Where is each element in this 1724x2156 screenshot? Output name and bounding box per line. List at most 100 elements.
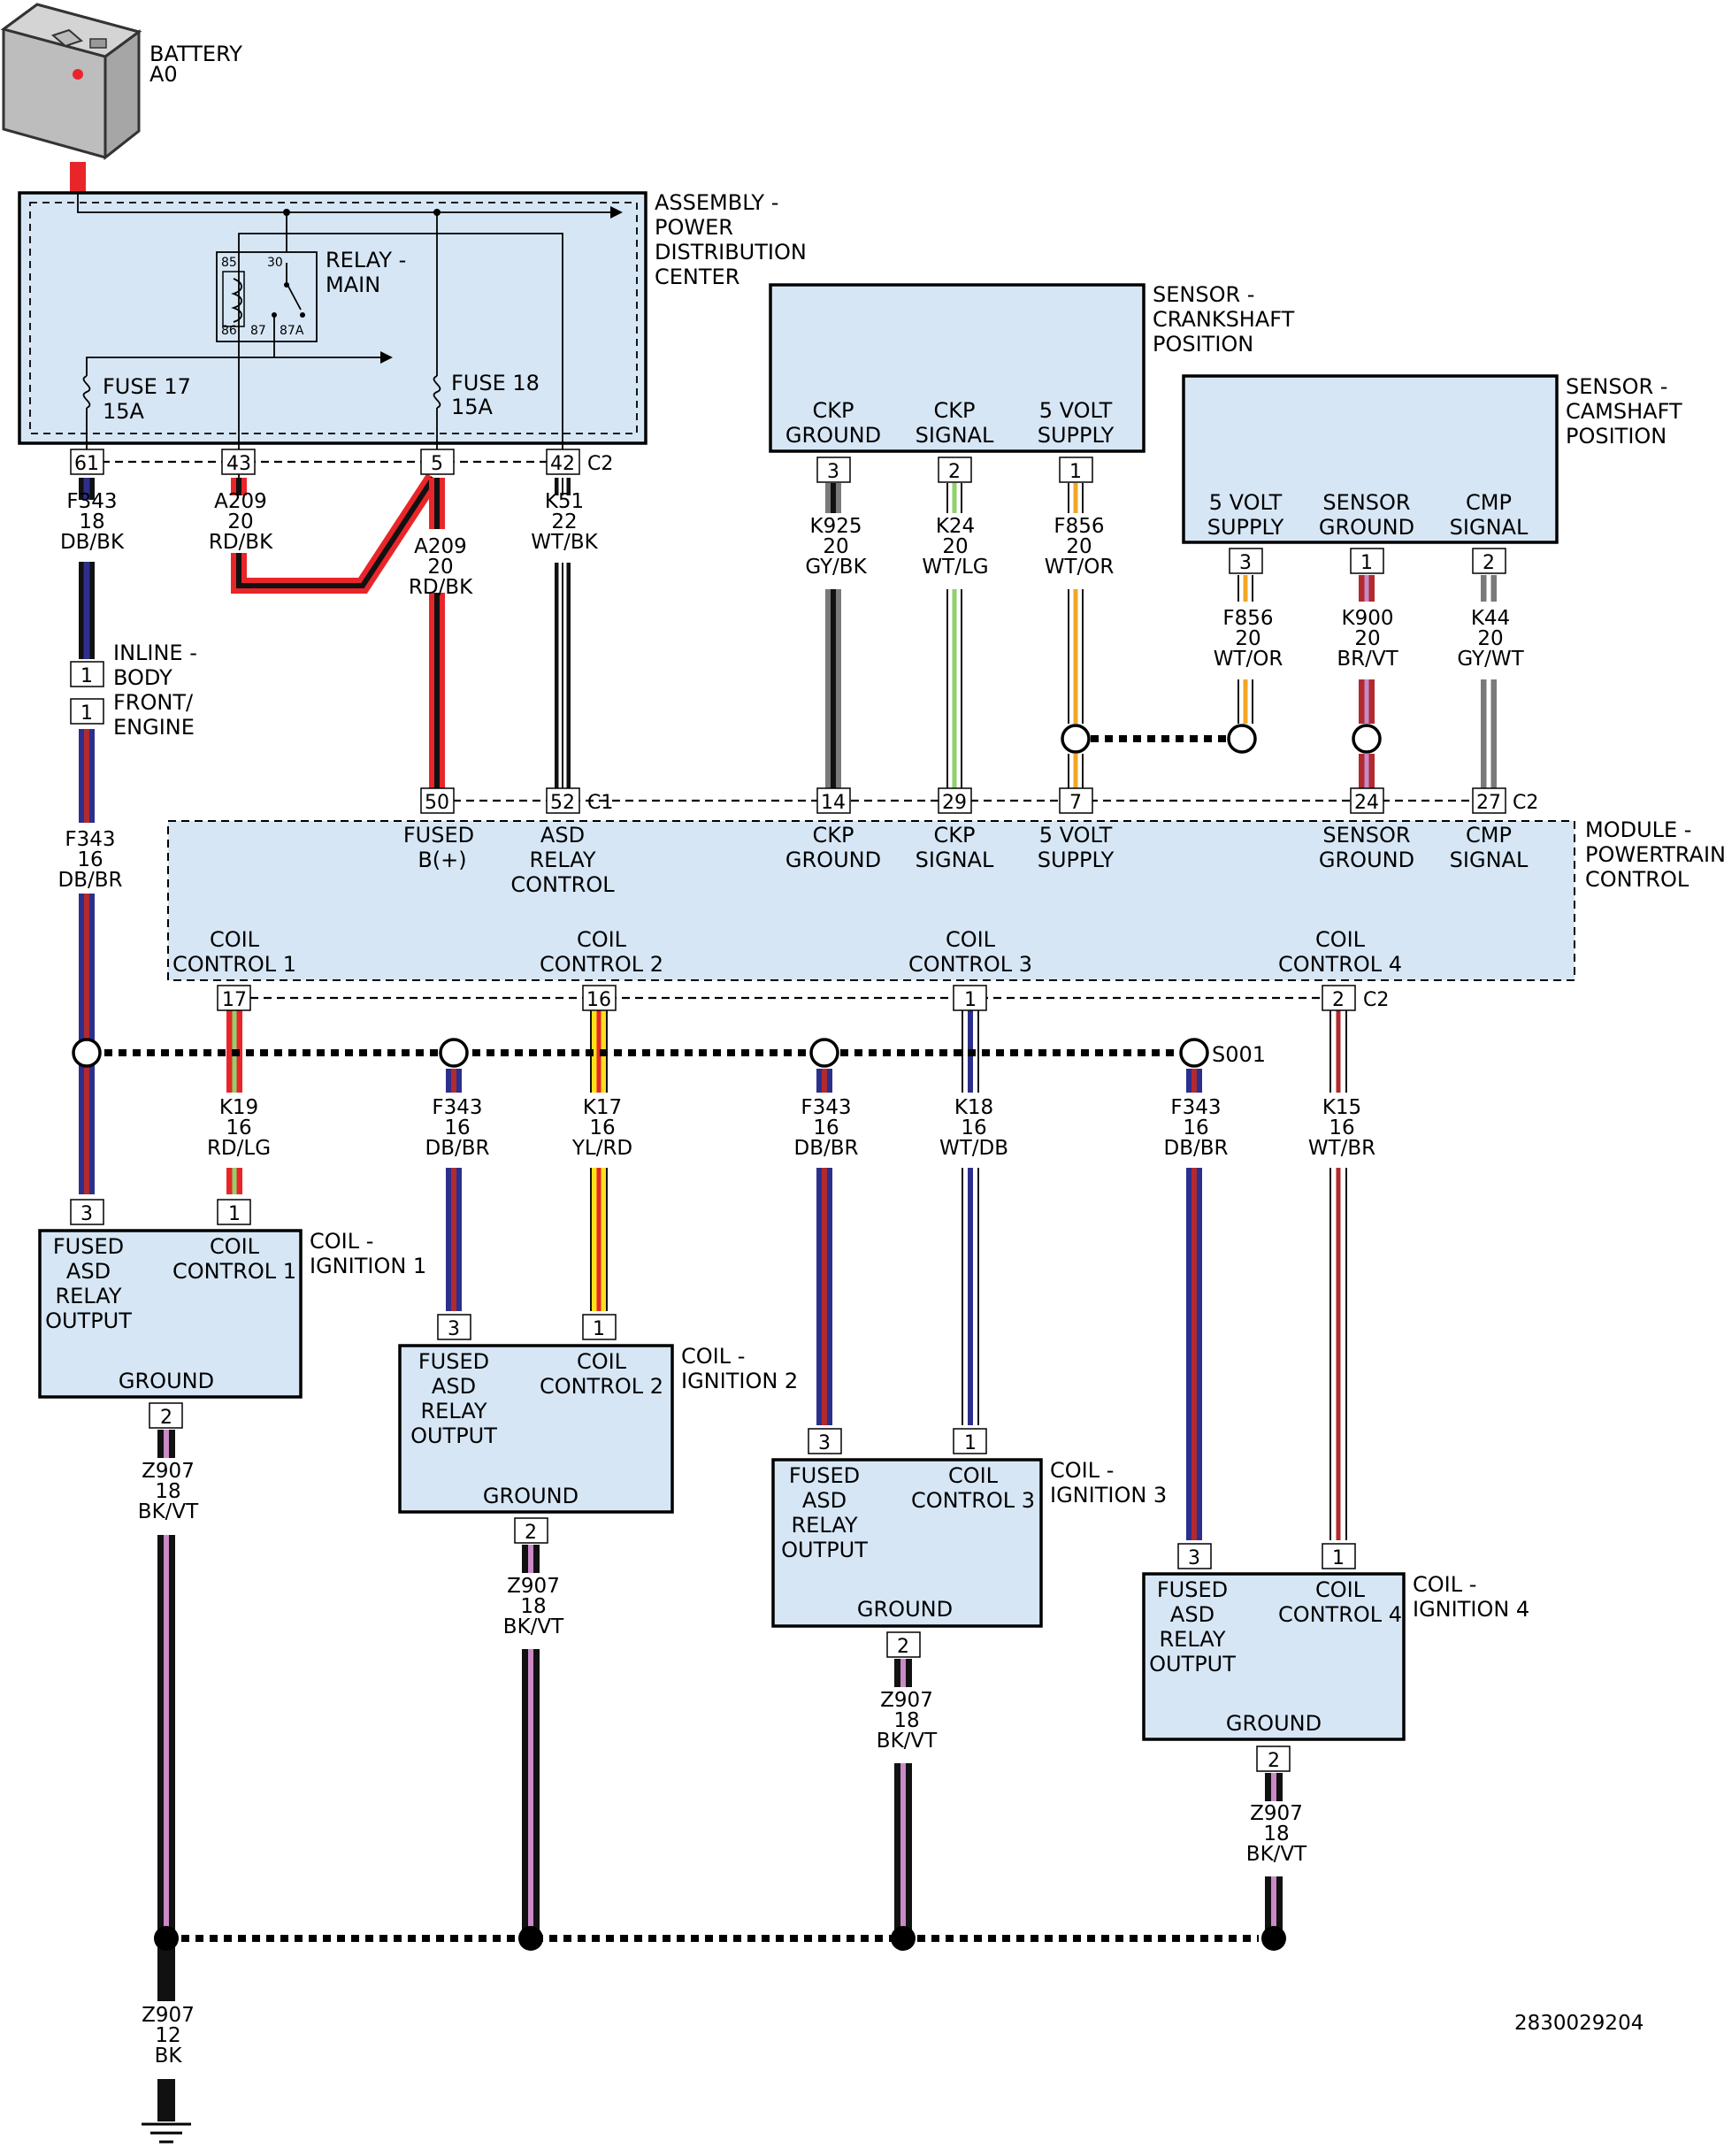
wires [70,162,1497,2121]
wl-k925-col: GY/BK [805,556,867,579]
wl-a209l-ga: 20 [227,510,253,533]
relay-terminal-85: 85 [221,256,237,270]
wl-k51-col: WT/BK [531,531,598,554]
battery: BATTERY A0 [0,3,242,161]
coil3-left-2: ASD [802,1488,847,1513]
wl-a209r-id: A209 [414,535,467,558]
coil2-ground: GROUND [483,1484,578,1508]
pcm-term-fused-b: FUSED [403,823,474,848]
wl-k17-ga: 16 [589,1116,615,1139]
cmp-label-3: POSITION [1566,424,1667,449]
pcm-term-ckp-ground-2: GROUND [785,848,881,872]
diagram-id: 2830029204 [1514,2012,1644,2035]
relay-main [216,251,318,342]
pdc-label-2: POWER [655,215,733,240]
coil-ignition-3: 3 1 FUSED ASD RELAY OUTPUT COIL CONTROL … [771,1428,1167,1658]
pcm-c2-pin-1: 1 [964,989,977,1011]
wl-z907-2-ga: 18 [520,1595,546,1618]
wl-f343c2-ga: 16 [444,1116,470,1139]
pcm-c1-pin-29: 29 [942,792,967,814]
relay-terminal-86: 86 [221,324,237,338]
wl-f343c2-id: F343 [432,1096,482,1119]
wire-labels-lower: K19 16 RD/LG F343 16 DB/BR K17 16 YL/RD … [138,1096,1375,2068]
coil4-left-4: OUTPUT [1149,1652,1236,1676]
pcm-term-ckp-signal: CKP [934,823,976,848]
coil2-label-2: IGNITION 2 [681,1369,798,1393]
coil1-ground: GROUND [119,1369,214,1393]
cmp-term-ground-2: GROUND [1319,515,1414,540]
coil2-label-1: COIL - [681,1344,745,1369]
wl-k925-ga: 20 [823,535,848,558]
coil4-ground: GROUND [1226,1711,1322,1736]
coil3-ground: GROUND [857,1597,953,1622]
ckp-label-3: POSITION [1153,332,1253,357]
coil1-left-2: ASD [66,1259,111,1284]
wl-a209r-col: RD/BK [409,576,473,599]
pcm-term-sensor-ground-2: GROUND [1319,848,1414,872]
pdc-label-3: DISTRIBUTION [655,240,807,265]
splice-s001-b [439,1038,469,1068]
ckp-pin-2: 2 [948,461,961,483]
ckp-term-supply: 5 VOLT [1039,398,1113,423]
coil-ignition-1: 3 1 FUSED ASD RELAY OUTPUT COIL CONTROL … [38,1199,426,1429]
wl-z907-2-col: BK/VT [503,1615,564,1638]
wl-k18-col: WT/DB [939,1137,1008,1160]
coil4-pin-3: 3 [1188,1547,1200,1569]
wl-a209l-col: RD/BK [209,531,273,554]
pcm-c2-pin-17: 17 [222,989,247,1011]
wl-f343c4-col: DB/BR [1164,1137,1229,1160]
coil1-pin-3: 3 [80,1203,93,1225]
pcm-c1-pin-14: 14 [821,792,846,814]
coil2-right-2: CONTROL 2 [540,1374,663,1399]
pcm-connector-c1: C1 [587,792,613,814]
wl-k51-id: K51 [545,490,584,513]
coil4-pin-1: 1 [1332,1547,1345,1569]
wl-k925-id: K925 [810,515,862,538]
wl-f343-18-ga: 18 [79,510,104,533]
coil1-left-3: RELAY [56,1284,122,1308]
wl-f856a-ga: 20 [1066,535,1092,558]
relay-terminal-87: 87 [250,324,266,338]
pcm-term-ckp-ground: CKP [813,823,854,848]
pcm-c2-pin-2: 2 [1332,989,1345,1011]
wl-k15-id: K15 [1322,1096,1361,1119]
relay-label: RELAY - [326,248,406,272]
wl-k17-col: YL/RD [571,1137,632,1160]
splice-5v-ckp [1061,724,1091,754]
pdc-pin-43: 43 [226,453,251,475]
pcm-c1-pin-52: 52 [550,792,575,814]
wl-z907-4-col: BK/VT [1246,1843,1307,1866]
pcm-c1-pin-50: 50 [425,792,449,814]
pcm-coil-ctrl-3-2: CONTROL 3 [908,952,1032,977]
wl-k44-ga: 20 [1477,627,1503,650]
pcm-label-2: POWERTRAIN [1585,842,1724,867]
splice-sensor-ground [1352,724,1382,754]
pcm-coil-ctrl-4: COIL [1315,927,1366,952]
wl-f343c4-ga: 16 [1183,1116,1208,1139]
wl-f856a-col: WT/OR [1045,556,1115,579]
wl-k900-ga: 20 [1354,627,1380,650]
coil4-pin-2: 2 [1268,1750,1280,1772]
fuse18-rating: 15A [451,395,494,419]
wl-z907-main-col: BK [155,2045,183,2068]
wl-k19-col: RD/LG [207,1137,271,1160]
pcm-c1-pin-27: 27 [1476,792,1501,814]
coil1-right-2: CONTROL 1 [172,1259,296,1284]
pcm-term-5v-2: SUPPLY [1038,848,1115,872]
ground-symbol-icon [142,2122,191,2144]
wl-f343-18-col: DB/BK [60,531,125,554]
pcm-coil-ctrl-2: COIL [577,927,627,952]
fuse17-label: FUSE 17 [103,374,191,399]
pcm-term-ckp-signal-2: SIGNAL [916,848,994,872]
coil3-label-1: COIL - [1050,1458,1114,1483]
coil4-label-2: IGNITION 4 [1413,1597,1529,1622]
cmp-pin-1: 1 [1360,552,1373,574]
wl-f343c3-id: F343 [801,1096,851,1119]
splice-s001-d [1179,1038,1209,1068]
pcm-label-3: CONTROL [1585,867,1690,892]
pdc-label-1: ASSEMBLY - [655,190,778,215]
ground-node-3 [891,1926,916,1951]
splice-5v-cmp [1227,724,1257,754]
pcm-connector-c1-right: C2 [1513,792,1538,814]
ckp-term-ground-2: GROUND [785,423,881,448]
